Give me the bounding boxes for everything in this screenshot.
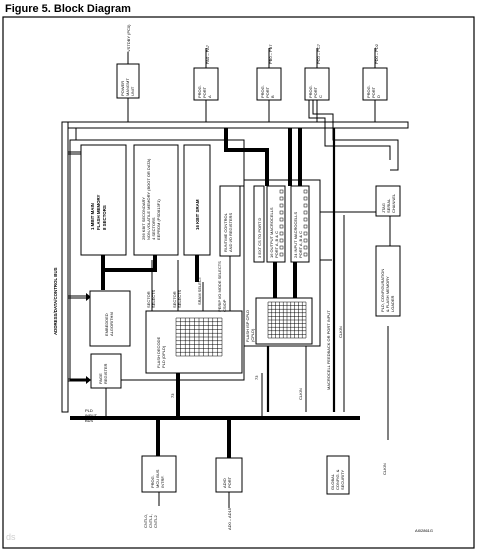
embedded-algorithm-block: EMBEDDEDALGORITHM: [89, 290, 131, 347]
ext-cs-block: 3 EXT CS TO PORT D: [253, 185, 265, 263]
ad-label: AD0 – AD15: [227, 507, 232, 530]
eeprom-block: 256 KBIT SECONDARYNON-VOLATILE MEMORY (B…: [133, 144, 179, 256]
cntl-label: CNTL0,CNTL1,CNTL2: [143, 514, 158, 528]
macrocell-dot: [279, 231, 284, 236]
top-bus: [61, 121, 409, 129]
power-management-block: POWERMANGMTUNIT: [116, 63, 140, 99]
svg-text:EMBEDDEDALGORITHM: EMBEDDEDALGORITHM: [104, 312, 114, 336]
macrocell-dot: [303, 210, 308, 215]
port-b-block: PROG.PORTB: [256, 67, 282, 101]
svg-text:PROG.PORTA: PROG.PORTA: [197, 85, 212, 98]
bus-width-73-b: 73: [254, 375, 259, 380]
svg-text:GLOBALCONFIG. &SECURITY: GLOBALCONFIG. &SECURITY: [330, 469, 345, 490]
clkin-right-label: CLKIN: [338, 326, 343, 338]
macrocell-dot: [303, 245, 308, 250]
cpld-buses: [224, 128, 302, 298]
watermark: ds: [6, 532, 16, 542]
svg-text:1 MBIT MAINFLASH MEMORY8 SECTO: 1 MBIT MAINFLASH MEMORY8 SECTORS: [90, 194, 107, 230]
sector-selects-2: SECTORSELECTS: [172, 289, 182, 308]
svg-text:16 OUTPUT MACROCELLSPORT A ,B: 16 OUTPUT MACROCELLSPORT A ,B & C: [269, 207, 279, 258]
pld-loader-block: PLD, CONFIGURATION& FLASH MEMORYLOADER: [375, 245, 401, 317]
runtime-control-block: RUNTIME CONTROLAND I/O REGISTERS: [219, 185, 241, 257]
svg-text:256 KBIT SECONDARYNON-VOLATILE: 256 KBIT SECONDARYNON-VOLATILE MEMORY (B…: [141, 158, 161, 240]
input-macrocells-block: 24 INPUT MACROCELLSPORT A ,B & C: [290, 185, 310, 263]
cpld-region: [243, 179, 321, 347]
port-a-block: PROG.PORTA: [193, 67, 219, 101]
pc-label: PC0 – PC7: [316, 43, 321, 64]
macrocell-dot: [279, 189, 284, 194]
macrocell-dot: [303, 252, 308, 257]
macrocell-dot: [279, 252, 284, 257]
svg-text:RUNTIME CONTROLAND I/O REGISTE: RUNTIME CONTROLAND I/O REGISTERS: [223, 212, 233, 252]
macrocell-dot: [303, 231, 308, 236]
macrocell-dot: [303, 217, 308, 222]
svg-text:ADIOPORT: ADIOPORT: [222, 476, 232, 488]
macrocell-dot: [279, 224, 284, 229]
sector-selects-1: SECTORSELECTS: [146, 289, 156, 308]
svg-text:PROG.PORTB: PROG.PORTB: [260, 85, 275, 98]
svg-text:POWERMANGMTUNIT: POWERMANGMTUNIT: [120, 78, 135, 96]
macrocell-dot: [303, 189, 308, 194]
svg-text:24 INPUT MACROCELLSPORT A ,B &: 24 INPUT MACROCELLSPORT A ,B & C: [293, 212, 303, 258]
svg-text:PLD, CONFIGURATION& FLASH MEMO: PLD, CONFIGURATION& FLASH MEMORYLOADER: [380, 269, 395, 312]
left-bus-label: ADDRESS/DATA/CONTROL BUS: [53, 267, 58, 335]
figure-title: Figure 5. Block Diagram: [5, 3, 131, 15]
bus-width-73: 73: [170, 393, 175, 398]
clkin-bottom-label: CLKIN: [382, 463, 387, 475]
vstdby-label: VSTDBY (PC0): [126, 24, 131, 52]
svg-text:3 EXT CS TO PORT D: 3 EXT CS TO PORT D: [257, 218, 262, 258]
output-macrocells-block: 16 OUTPUT MACROCELLSPORT A ,B & C: [266, 185, 286, 263]
svg-text:PROG.MCU BUSINTRF.: PROG.MCU BUSINTRF.: [150, 469, 165, 488]
macrocell-dot: [279, 203, 284, 208]
mcu-interface-block: PROG.MCU BUSINTRF.: [141, 455, 177, 493]
clkin-mid-label: CLKIN: [298, 388, 303, 400]
svg-text:PAGEREGISTER: PAGEREGISTER: [98, 363, 108, 384]
macrocell-dot: [303, 196, 308, 201]
pb-label: PB0 – PB7: [268, 44, 273, 64]
port-c-block: PROG.PORTC: [304, 67, 330, 101]
svg-text:PROG.PORTC: PROG.PORTC: [308, 85, 323, 98]
global-config-block: GLOBALCONFIG. &SECURITY: [326, 455, 350, 495]
sram-block: 16 KBIT SRAM: [183, 144, 211, 256]
pa-label: PA0 – PA7: [205, 44, 210, 64]
figure-id: AI02861G: [415, 528, 433, 533]
memory-buses: [75, 128, 199, 290]
svg-text:PROG.PORTD: PROG.PORTD: [366, 85, 381, 98]
svg-text:16 KBIT SRAM: 16 KBIT SRAM: [195, 199, 200, 230]
gpld-block: FLASH ISP CPLD(CPLD): [245, 297, 313, 345]
macrocell-dot: [279, 210, 284, 215]
svg-text:FLASH DECODEPLD (DPLD): FLASH DECODEPLD (DPLD): [156, 337, 166, 368]
left-bus: [61, 121, 69, 413]
adio-port-block: ADIOPORT: [215, 457, 243, 493]
macrocell-dot: [303, 238, 308, 243]
feedback-label: MACROCELL FEEDBACK OR PORT INPUT: [326, 310, 331, 390]
svg-text:JTAGSERIALCHANNEL: JTAGSERIALCHANNEL: [381, 193, 396, 213]
csiop-label: PERIP I/O MODE SELECTSCSIOP: [217, 261, 227, 312]
macrocell-dot: [303, 203, 308, 208]
svg-text:FLASH ISP CPLD(CPLD): FLASH ISP CPLD(CPLD): [245, 310, 255, 342]
port-d-block: PROG.PORTD: [362, 67, 388, 101]
macrocell-dot: [279, 196, 284, 201]
sram-select-label: SRAM SELECT: [197, 276, 202, 305]
macrocell-dot: [279, 245, 284, 250]
figure-border: [2, 16, 475, 549]
port-bus-links: [205, 100, 399, 171]
jtag-block: JTAGSERIALCHANNEL: [375, 185, 401, 217]
flash-memory-block: 1 MBIT MAINFLASH MEMORY8 SECTORS: [80, 144, 127, 256]
decode-pld-block: FLASH DECODEPLD (DPLD): [145, 310, 243, 374]
macrocell-dot: [279, 217, 284, 222]
macrocell-dot: [279, 238, 284, 243]
macrocell-dot: [303, 224, 308, 229]
page-register-block: PAGEREGISTER: [90, 353, 122, 389]
pd-label: PD0 – PD2: [374, 43, 379, 64]
